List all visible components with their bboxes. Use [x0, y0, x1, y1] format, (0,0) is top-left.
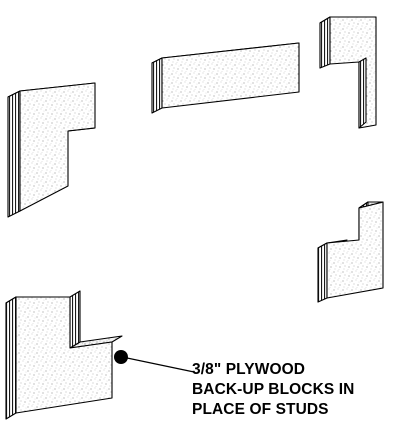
callout-label: 3/8" PLYWOOD BACK-UP BLOCKS IN PLACE OF …: [192, 360, 416, 420]
callout-line-3: PLACE OF STUDS: [192, 401, 329, 418]
l-block-right-middle: [317, 201, 384, 303]
l-block-bottom-left: [5, 290, 123, 420]
callout-dot: [114, 350, 128, 364]
callout-line-2: BACK-UP BLOCKS IN: [192, 381, 355, 398]
callout-line-1: 3/8" PLYWOOD: [192, 361, 306, 378]
callout-leader: [126, 357, 195, 373]
reverse-l-block-top-right: [319, 16, 377, 129]
l-block-upper-left: [7, 82, 96, 218]
straight-block-top-middle: [151, 42, 300, 114]
